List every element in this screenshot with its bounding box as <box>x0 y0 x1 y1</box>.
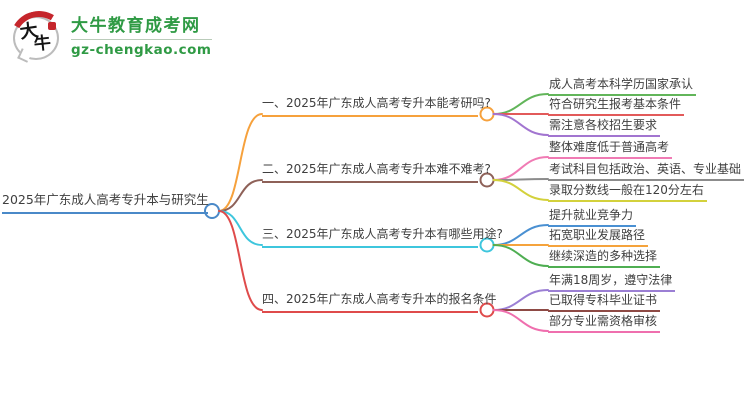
connector-line <box>218 210 263 246</box>
leaf-node: 符合研究生报考基本条件 <box>548 96 685 116</box>
logo-seal-icon <box>48 22 56 30</box>
leaf-node: 需注意各校招生要求 <box>548 117 661 137</box>
logo: 大 牛 大牛教育成考网 gz-chengkao.com <box>3 4 212 76</box>
branch-node: 二、2025年广东成人高考专升本难不难考? <box>262 161 491 183</box>
leaf-node: 年满18周岁，遵守法律 <box>548 272 676 292</box>
branch-node: 一、2025年广东成人高考专升本能考研吗? <box>262 95 491 117</box>
connector-line <box>492 113 549 136</box>
branch-node: 三、2025年广东成人高考专升本有哪些用途? <box>262 226 503 248</box>
leaf-node: 拓宽职业发展路径 <box>548 227 649 247</box>
leaf-node: 录取分数线一般在120分左右 <box>548 182 707 202</box>
leaf-node: 已取得专科毕业证书 <box>548 292 661 312</box>
logo-char-niu: 牛 <box>32 33 52 55</box>
logo-text: 大牛教育成考网 gz-chengkao.com <box>71 12 212 58</box>
connector-line <box>492 309 549 332</box>
connector-line <box>492 179 549 201</box>
connector-line <box>218 210 263 311</box>
leaf-node: 成人高考本科学历国家承认 <box>548 76 697 96</box>
connector-line <box>492 156 549 181</box>
branch-node: 四、2025年广东成人高考专升本的报名条件 <box>262 291 497 313</box>
leaf-node: 继续深造的多种选择 <box>548 248 661 268</box>
logo-title: 大牛教育成考网 <box>71 16 201 36</box>
connector-line <box>218 113 263 212</box>
connector-line <box>492 93 549 115</box>
leaf-node: 整体难度低于普通高考 <box>548 139 673 159</box>
root-node: 2025年广东成人高考专升本与研究生 <box>2 191 209 214</box>
leaf-node: 提升就业竞争力 <box>548 207 637 227</box>
connector-line <box>218 179 263 212</box>
logo-domain: gz-chengkao.com <box>71 42 212 58</box>
connector-line <box>492 178 549 181</box>
leaf-node: 考试科目包括政治、英语、专业基础 <box>548 161 745 181</box>
connector-line <box>492 244 549 267</box>
connector-line <box>492 289 549 311</box>
leaf-node: 部分专业需资格审核 <box>548 313 661 333</box>
logo-divider <box>71 39 212 40</box>
logo-bull-icon: 大 牛 <box>3 4 75 76</box>
